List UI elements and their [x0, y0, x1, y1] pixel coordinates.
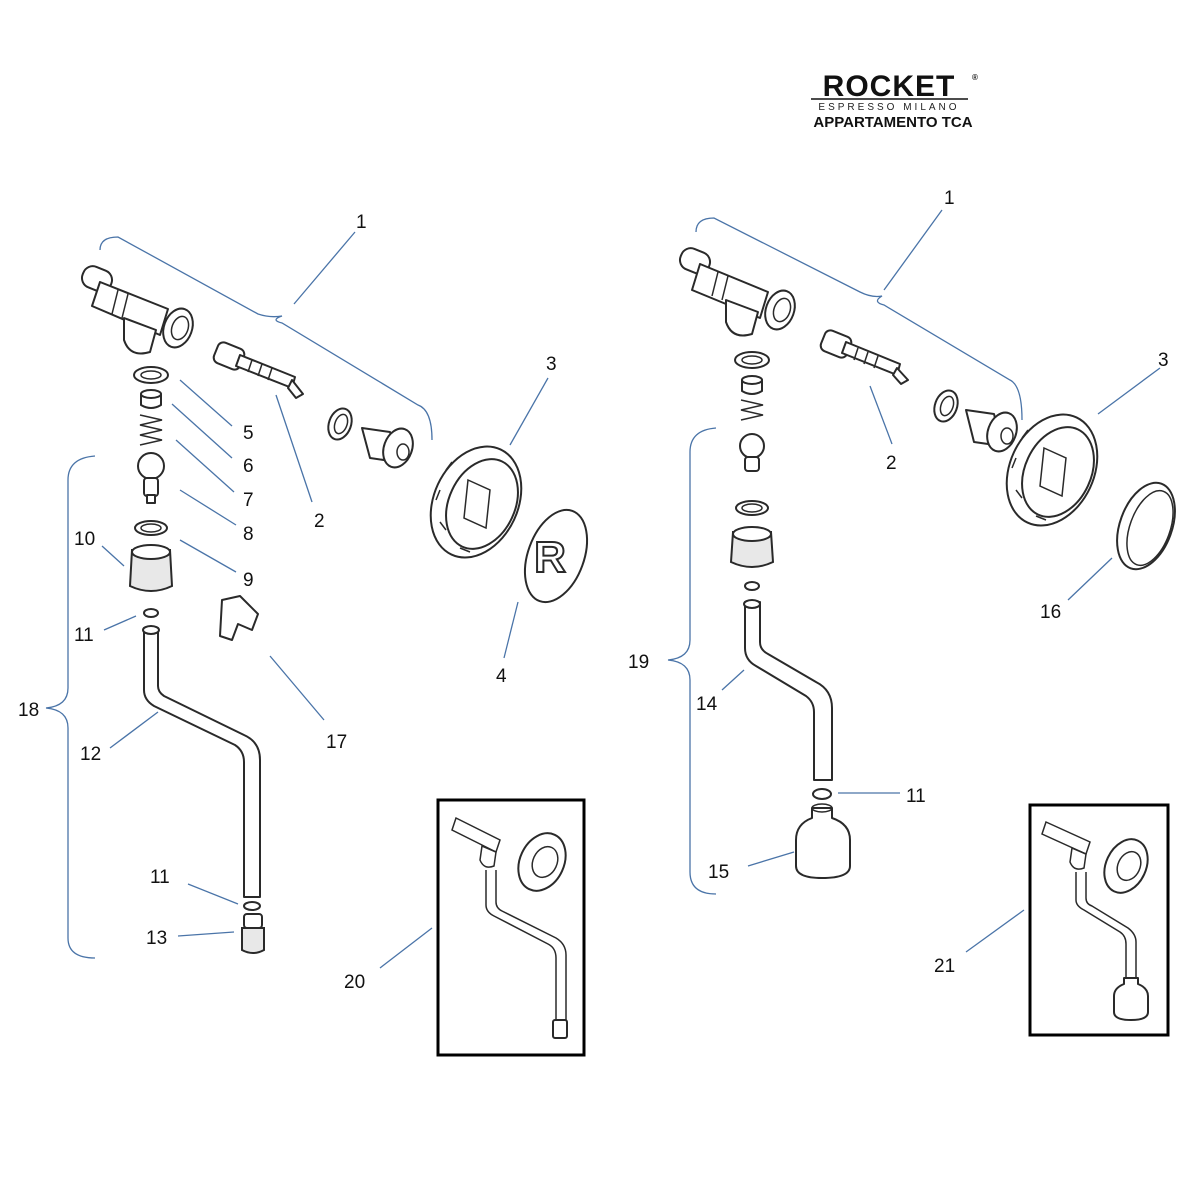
washer-right-top: [744, 581, 760, 591]
callout-14: 14: [696, 694, 718, 715]
leader-12: [109, 711, 159, 749]
callout-1-right: 1: [944, 188, 955, 209]
washer-11-bottom: [243, 901, 261, 911]
leader-8: [179, 489, 237, 526]
leader-2-right: [869, 385, 893, 445]
valve-body-right: [678, 247, 796, 337]
brace-group-1-left: [99, 236, 433, 441]
leader-14: [721, 669, 745, 691]
callout-5: 5: [243, 423, 254, 444]
seat-right: [741, 375, 763, 395]
seal-ring-right: [734, 351, 770, 369]
leader-16: [1067, 557, 1113, 601]
valve-stem-left: [212, 341, 304, 399]
leader-4-left: [503, 601, 519, 659]
callout-4-left: 4: [496, 666, 507, 687]
brand-header: ROCKET ® ESPRESSO MILANO APPARTAMENTO TC…: [811, 70, 978, 131]
callout-3-right: 3: [1158, 350, 1169, 371]
assembled-view-20: [436, 798, 586, 1057]
callout-11-right: 11: [906, 786, 926, 807]
gasket-right: [735, 500, 769, 516]
washer-11-top: [143, 608, 159, 618]
leader-5: [179, 379, 233, 427]
brace-group-18: [45, 455, 96, 959]
spring-7: [139, 414, 163, 446]
callout-8: 8: [243, 524, 254, 545]
leader-1-right: [883, 209, 943, 291]
leader-13: [177, 931, 235, 937]
brace-group-1-right: [695, 217, 1023, 421]
assembled-view-21: [1028, 803, 1170, 1037]
leader-11-top: [103, 615, 137, 631]
leader-7: [175, 439, 235, 493]
callout-13: 13: [146, 928, 167, 949]
callout-15: 15: [708, 862, 729, 883]
leader-3-right: [1097, 367, 1161, 415]
brand-subtitle: ESPRESSO MILANO: [818, 102, 959, 113]
callout-12: 12: [80, 744, 101, 765]
leader-6: [171, 403, 233, 459]
ball-valve-right: [739, 433, 765, 472]
gasket-9: [134, 520, 168, 536]
callout-9: 9: [243, 570, 254, 591]
valve-body-left: [80, 265, 194, 355]
knob-cap-blank-16: [1116, 481, 1176, 571]
callout-7: 7: [243, 490, 254, 511]
leader-2-left: [275, 394, 313, 503]
nozzle-15: [795, 803, 851, 879]
callout-16: 16: [1040, 602, 1061, 623]
valve-stem-right: [819, 329, 909, 385]
washer-11-right: [812, 788, 832, 800]
oring-right-upper: [933, 389, 959, 423]
callout-19: 19: [628, 652, 649, 673]
model-title: APPARTAMENTO TCA: [813, 114, 972, 131]
callout-21: 21: [934, 956, 955, 977]
callout-3-left: 3: [546, 354, 557, 375]
steam-tip-13: [241, 913, 265, 954]
callout-20: 20: [344, 972, 365, 993]
steam-pipe-12: [142, 625, 261, 898]
leader-9: [179, 539, 237, 573]
left-assembly: R: [18, 212, 589, 1057]
ball-valve-8: [137, 452, 165, 504]
registered-mark: ®: [972, 73, 978, 82]
callout-18: 18: [18, 700, 39, 721]
leader-20: [379, 927, 433, 969]
callout-17: 17: [326, 732, 347, 753]
brace-group-19: [667, 427, 717, 895]
knob-left: [429, 445, 523, 559]
union-nut-right: [729, 526, 775, 568]
callout-1-left: 1: [356, 212, 367, 233]
callout-2-left: 2: [314, 511, 325, 532]
leader-11-bottom: [187, 883, 239, 905]
knob-right: [1005, 413, 1099, 527]
steam-pipe-14: [743, 599, 833, 781]
union-nut-10: [128, 544, 174, 592]
seat-6: [140, 389, 162, 409]
callout-6: 6: [243, 456, 254, 477]
callout-11-bottom: 11: [150, 867, 170, 888]
bonnet-nut-right: [965, 409, 1018, 453]
knob-cap-left: R: [523, 508, 589, 604]
callout-10: 10: [74, 529, 95, 550]
leader-21: [965, 909, 1025, 953]
leader-1-left: [293, 231, 356, 305]
leader-3-left: [509, 377, 549, 446]
leader-17: [269, 655, 325, 721]
spring-right: [740, 399, 764, 421]
bonnet-nut-left: [361, 427, 414, 469]
clip-17: [219, 595, 259, 641]
cap-logo-letter: R: [534, 533, 566, 582]
seal-ring-5: [133, 366, 169, 384]
brand-logo: ROCKET: [823, 70, 956, 103]
oring-left-upper: [327, 407, 353, 441]
leader-10: [101, 545, 125, 567]
leader-15: [747, 851, 795, 867]
callout-11-top: 11: [74, 625, 94, 646]
callout-2-right: 2: [886, 453, 897, 474]
right-assembly: 1 2 3 11 14 15 16 19 21: [628, 188, 1176, 1037]
